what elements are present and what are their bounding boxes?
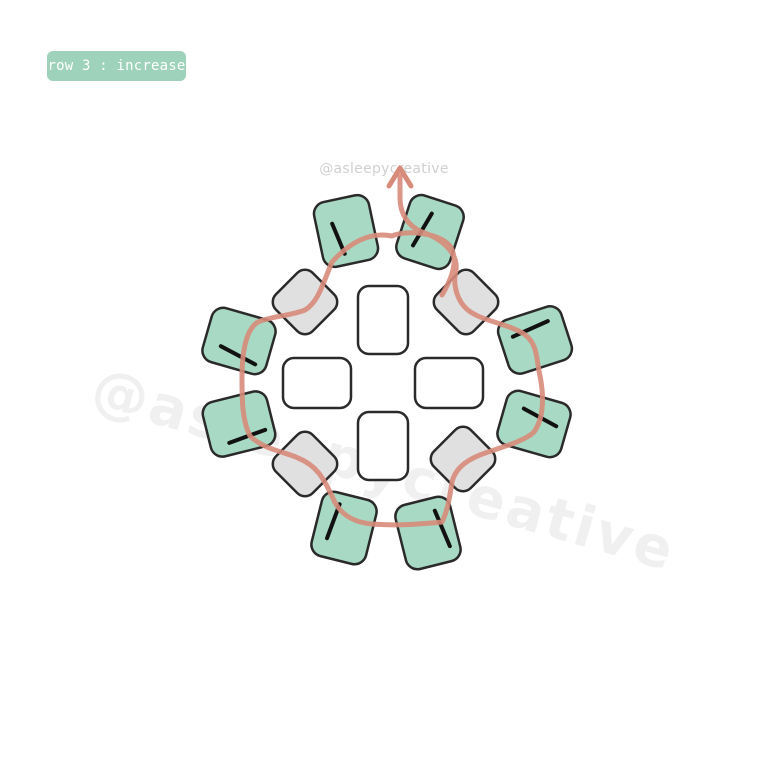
white-bead-right [413,356,485,410]
white-bead-left [281,356,353,410]
white-bead-top [356,284,410,356]
green-bead-8 [201,306,277,376]
center-beads [281,284,485,482]
thread-direction-arrow-icon [386,165,414,189]
grey-bead-top-left [271,268,339,336]
green-bead-6 [310,490,378,566]
watermark-small: @asleepycreative [319,161,449,177]
green-beads [201,193,574,571]
grey-bead-bottom-right [429,425,497,493]
white-bead-bottom [356,410,410,482]
green-bead-4 [496,389,572,459]
green-bead-5 [394,495,462,571]
grey-bead-top-right [432,268,500,336]
green-bead-1 [312,193,380,269]
thread-path [239,173,545,528]
green-bead-3 [496,305,574,375]
step-label-badge: row 3 : increase [47,51,186,81]
